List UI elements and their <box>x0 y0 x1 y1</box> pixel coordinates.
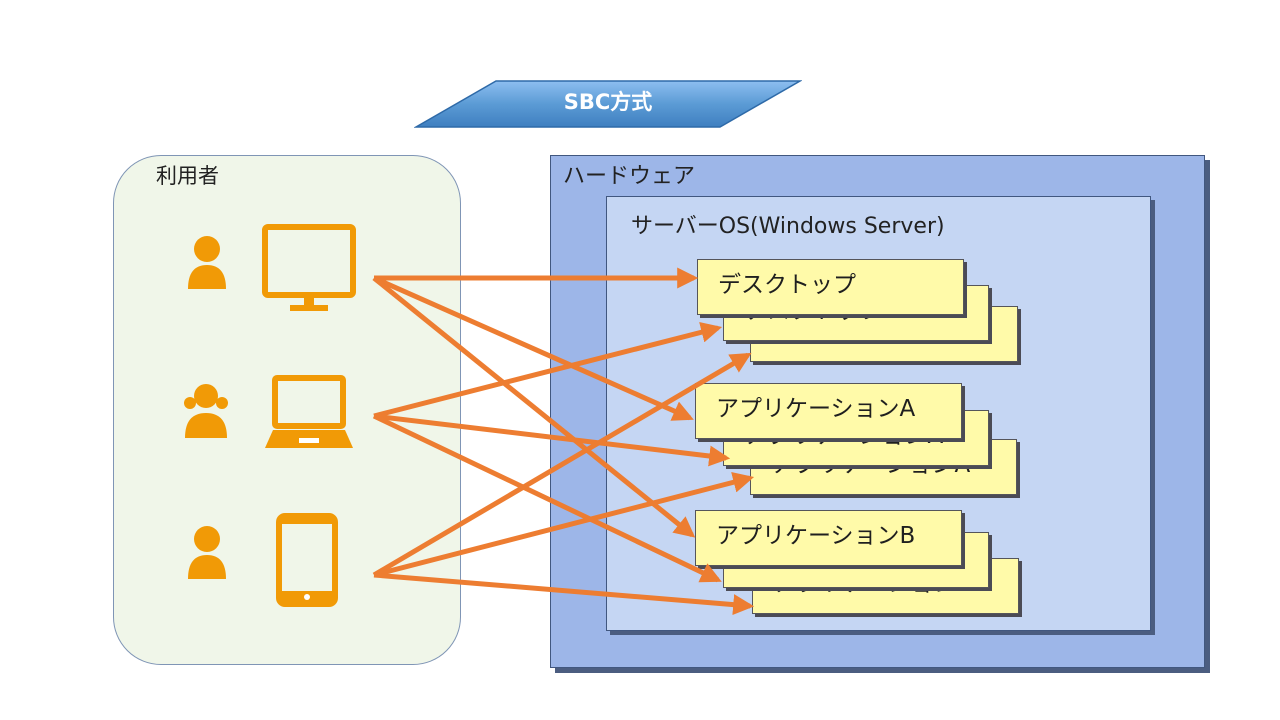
arrow-tablet-to-app-b <box>373 572 755 616</box>
diagram-title: SBC方式 <box>563 90 653 114</box>
app-a-card: アプリケーションA <box>695 383 962 439</box>
laptop-icon <box>265 375 353 448</box>
server-os-label: サーバーOS(Windows Server) <box>631 214 945 239</box>
desktop-card: デスクトップ <box>697 259 964 315</box>
app-b-card: アプリケーションB <box>695 510 962 566</box>
arrow-pc-to-app-a <box>372 275 694 421</box>
arrow-laptop-to-app-a <box>373 413 731 467</box>
user-icon <box>188 236 226 289</box>
arrow-laptop-to-app-b <box>372 413 722 583</box>
arrow-laptop-to-desktop <box>373 321 723 419</box>
arrow-tablet-to-desktop <box>372 352 752 578</box>
users-label: 利用者 <box>156 164 219 188</box>
tablet-icon <box>276 513 338 607</box>
hardware-label: ハードウェア <box>563 164 696 189</box>
arrow-pc-to-app-b <box>372 276 696 538</box>
desktop-monitor-icon <box>262 224 356 311</box>
user-female-icon <box>184 384 228 438</box>
arrow-tablet-to-app-a <box>373 472 755 578</box>
title-banner <box>414 80 802 128</box>
user-icon <box>188 526 226 579</box>
